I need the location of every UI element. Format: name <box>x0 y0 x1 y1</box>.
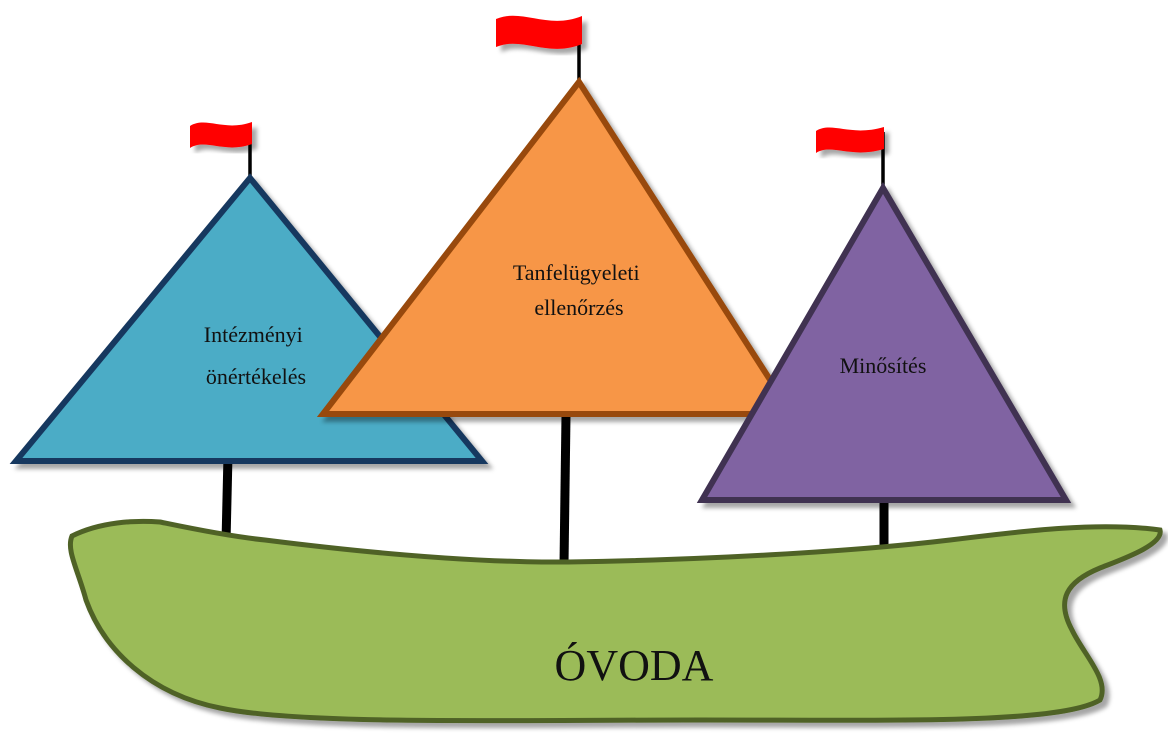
hull-label: ÓVODA <box>555 641 714 690</box>
left-sail-label-line: Intézményi <box>204 322 303 347</box>
right-sail <box>696 182 1072 503</box>
flags <box>190 15 884 153</box>
right-flag-icon <box>816 127 884 153</box>
masts <box>221 414 889 566</box>
left-mast <box>221 454 233 543</box>
left-flag-icon <box>190 122 252 148</box>
left-sail-label-line: önértékelés <box>206 364 306 389</box>
center-mast <box>559 414 571 566</box>
center-flag-icon <box>496 15 582 49</box>
sail-labels: Intézményi önértékelés Tanfelügyeleti el… <box>204 260 927 389</box>
ship-hull <box>67 518 1163 724</box>
sails <box>9 76 1072 503</box>
right-sail-label-line: Minősítés <box>840 353 927 378</box>
right-sail-label: Minősítés <box>840 353 927 378</box>
center-sail <box>316 76 798 417</box>
center-sail-label-line: Tanfelügyeleti <box>513 260 640 285</box>
center-sail-label-line: ellenőrzés <box>534 295 623 320</box>
center-sail-label: Tanfelügyeleti ellenőrzés <box>513 260 645 320</box>
left-sail-label: Intézményi önértékelés <box>204 322 308 389</box>
